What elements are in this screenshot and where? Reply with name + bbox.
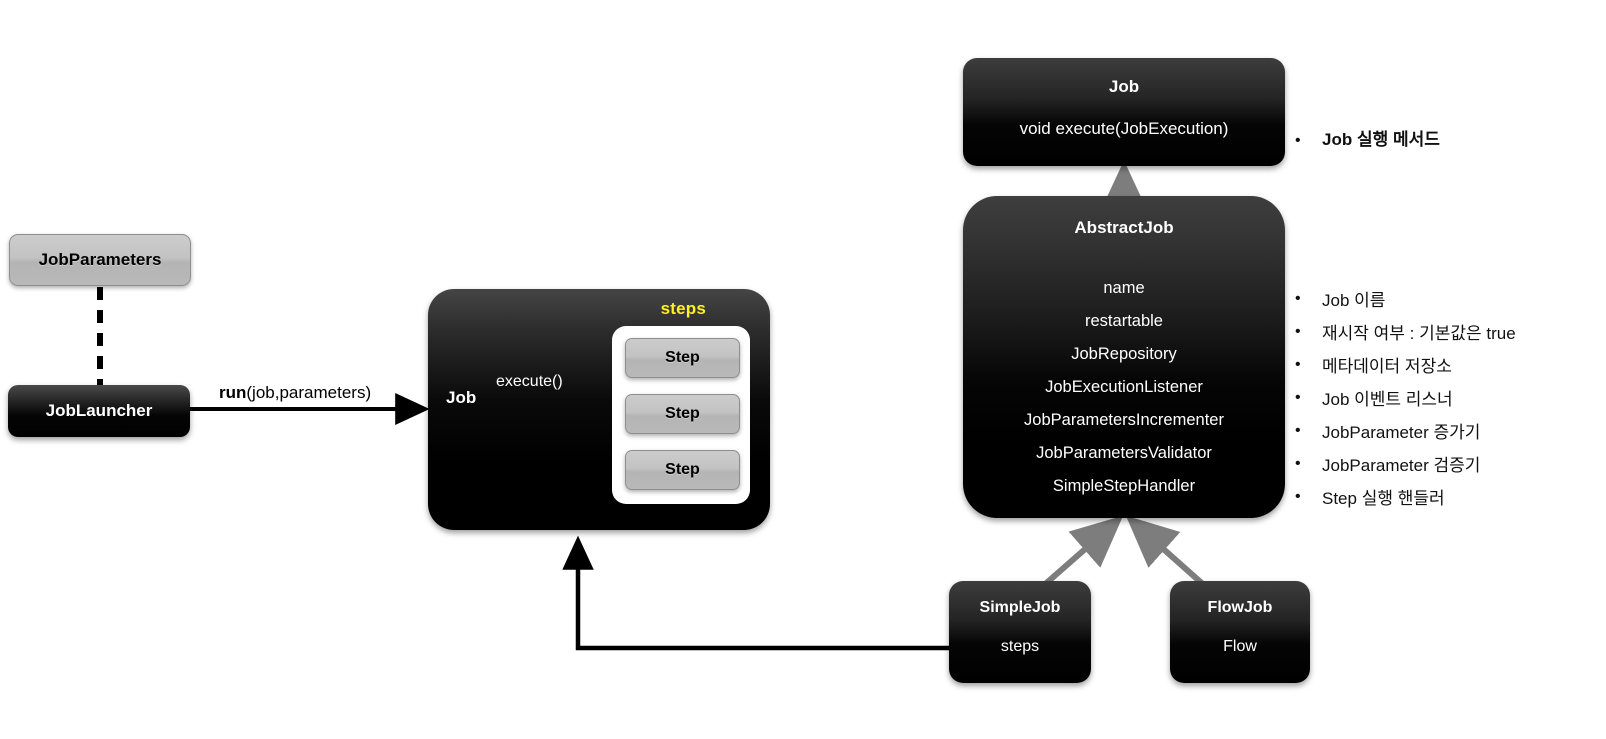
node-simple-job[interactable]: SimpleJob steps (949, 581, 1091, 683)
node-flow-job-member: Flow (1223, 638, 1257, 655)
node-flow-job[interactable]: FlowJob Flow (1170, 581, 1310, 683)
node-job-parameters[interactable]: JobParameters (9, 234, 191, 286)
annotation-item: • 재시작 여부 : 기본값은 true (1295, 315, 1516, 348)
steps-panel: Step Step Step (612, 326, 750, 504)
node-job-interface-title: Job (1108, 77, 1140, 96)
step-chip[interactable]: Step (625, 450, 740, 490)
annotation-list-abstract-job: • Job 이름 • 재시작 여부 : 기본값은 true • 메타데이터 저장… (1295, 282, 1516, 513)
node-abstract-job-member: JobExecutionListener (1045, 378, 1203, 396)
annotation-text: Job 이벤트 리스너 (1322, 390, 1453, 409)
edge-simplejob-jobbox (562, 535, 949, 651)
node-simple-job-title: SimpleJob (979, 599, 1061, 616)
node-job-interface-member: void execute(JobExecution) (1019, 119, 1229, 138)
bullet-icon: • (1295, 421, 1301, 439)
step-chip-label: Step (665, 349, 700, 366)
node-job-launcher[interactable]: JobLauncher (8, 385, 190, 437)
node-job-parameters-label: JobParameters (38, 250, 162, 269)
bullet-icon: • (1295, 355, 1301, 373)
edge-label-run-bold: run (219, 383, 247, 402)
job-composite-label: Job (446, 388, 477, 407)
step-chip-label: Step (665, 405, 700, 422)
bullet-icon: • (1295, 454, 1301, 472)
node-job-interface[interactable]: Job void execute(JobExecution) (963, 58, 1285, 166)
edge-label-run-rest: (job,parameters) (246, 383, 372, 402)
bullet-icon: • (1295, 132, 1301, 149)
edge-flowjob-abstractjob (1125, 515, 1207, 589)
annotation-item: • Job 실행 메서드 (1295, 125, 1440, 150)
annotation-text: Job 실행 메서드 (1322, 130, 1440, 149)
annotation-text: Job 이름 (1322, 291, 1386, 310)
bullet-icon: • (1295, 487, 1301, 505)
bullet-icon: • (1295, 322, 1301, 340)
node-flow-job-title: FlowJob (1207, 599, 1273, 616)
annotation-text: JobParameter 증가기 (1322, 423, 1481, 442)
node-abstract-job-member: JobParametersIncrementer (1024, 411, 1224, 429)
node-abstract-job-title: AbstractJob (1074, 218, 1174, 237)
annotation-item: • JobParameter 검증기 (1295, 447, 1516, 480)
node-abstract-job-member: restartable (1085, 312, 1163, 330)
node-abstract-job[interactable]: AbstractJob name restartable JobReposito… (963, 196, 1285, 518)
node-job-composite[interactable]: steps Job execute() Step Step Step (428, 289, 770, 530)
annotation-text: 재시작 여부 : 기본값은 true (1322, 324, 1516, 343)
edge-label-run: run(job,parameters) (219, 383, 371, 403)
annotation-item: • Job 이름 (1295, 282, 1516, 315)
node-abstract-job-member: JobParametersValidator (1036, 444, 1212, 462)
annotation-text: 메타데이터 저장소 (1322, 357, 1452, 376)
annotation-item: • 메타데이터 저장소 (1295, 348, 1516, 381)
bullet-icon: • (1295, 388, 1301, 406)
annotation-item: • JobParameter 증가기 (1295, 414, 1516, 447)
node-simple-job-member: steps (1000, 638, 1040, 655)
annotation-item: • Job 이벤트 리스너 (1295, 381, 1516, 414)
execute-method-label: execute() (496, 373, 563, 390)
node-job-launcher-label: JobLauncher (45, 401, 153, 420)
step-chip[interactable]: Step (625, 338, 740, 378)
bullet-icon: • (1295, 289, 1301, 307)
annotation-list-job-interface: • Job 실행 메서드 (1295, 125, 1440, 150)
step-chip[interactable]: Step (625, 394, 740, 434)
node-abstract-job-members: name restartable JobRepository JobExecut… (963, 272, 1285, 503)
node-abstract-job-member: SimpleStepHandler (1052, 477, 1196, 495)
node-abstract-job-member: name (1103, 279, 1145, 297)
annotation-item: • Step 실행 핸들러 (1295, 480, 1516, 513)
annotation-text: Step 실행 핸들러 (1322, 489, 1445, 508)
node-abstract-job-member: JobRepository (1071, 345, 1177, 363)
edge-simplejob-abstractjob (1041, 515, 1124, 589)
step-chip-label: Step (665, 461, 700, 478)
annotation-text: JobParameter 검증기 (1322, 456, 1481, 475)
steps-collection-label: steps (660, 299, 706, 318)
